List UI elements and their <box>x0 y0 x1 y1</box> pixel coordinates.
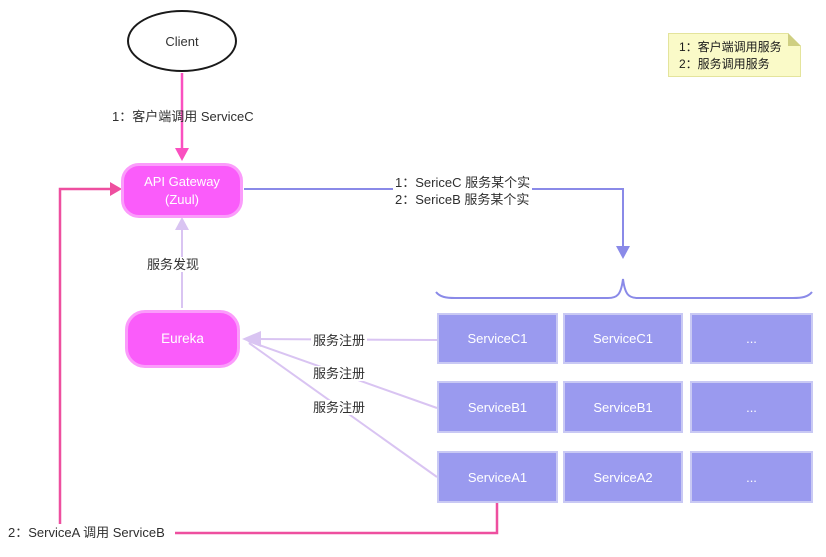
edge-label-route-2: 2：SericeB 服务某个实 <box>393 192 532 207</box>
client-label: Client <box>165 33 199 49</box>
client-node: Client <box>127 10 237 72</box>
service-box: ... <box>690 313 813 364</box>
edge-label-route-1: 1：SericeC 服务某个实 <box>393 175 533 190</box>
api-gateway-sublabel: (Zuul) <box>165 191 199 207</box>
service-box: ServiceA1 <box>437 451 558 503</box>
servicea-to-gateway-loop <box>58 182 499 535</box>
legend-note-line1: 1：客户端调用服务 <box>679 40 782 54</box>
edge-label-service-discovery: 服务发现 <box>145 257 202 272</box>
service-box: ServiceB1 <box>563 381 683 433</box>
service-box-label: ServiceC1 <box>593 331 653 346</box>
api-gateway-label: API Gateway <box>144 173 220 189</box>
api-gateway-node: API Gateway (Zuul) <box>121 163 243 218</box>
service-box: ServiceB1 <box>437 381 558 433</box>
service-box-label: ServiceB1 <box>467 399 528 415</box>
legend-note-line2: 2：服务调用服务 <box>679 57 770 71</box>
legend-note: 1：客户端调用服务 2：服务调用服务 <box>668 33 801 77</box>
edge-label-register-c: 服务注册 <box>311 333 368 348</box>
service-box-label: ... <box>746 469 757 485</box>
edge-label-client-call: 1：客户端调用 ServiceC <box>112 109 254 124</box>
edge-label-register-b: 服务注册 <box>311 366 368 381</box>
client-to-gateway-arrow <box>175 73 189 161</box>
service-box-label: ServiceB1 <box>593 399 653 415</box>
service-box: ... <box>690 381 813 433</box>
service-box: ServiceA2 <box>563 451 683 503</box>
edge-label-register-a: 服务注册 <box>311 400 368 415</box>
eureka-node: Eureka <box>125 310 240 368</box>
service-box: ServiceC1 <box>437 313 558 364</box>
services-brace <box>435 278 813 299</box>
service-box-label: ServiceA2 <box>593 469 653 485</box>
service-box-label: ServiceC1 <box>467 331 528 346</box>
eureka-label: Eureka <box>161 330 204 346</box>
service-box-label: ... <box>746 399 757 415</box>
gateway-to-services-arrow <box>244 188 630 259</box>
edge-label-service-call: 2：ServiceA 调用 ServiceB <box>8 525 165 540</box>
service-box-label: ServiceA1 <box>467 469 528 485</box>
service-box-label: ... <box>746 331 757 346</box>
service-box: ... <box>690 451 813 503</box>
service-box: ServiceC1 <box>563 313 683 364</box>
